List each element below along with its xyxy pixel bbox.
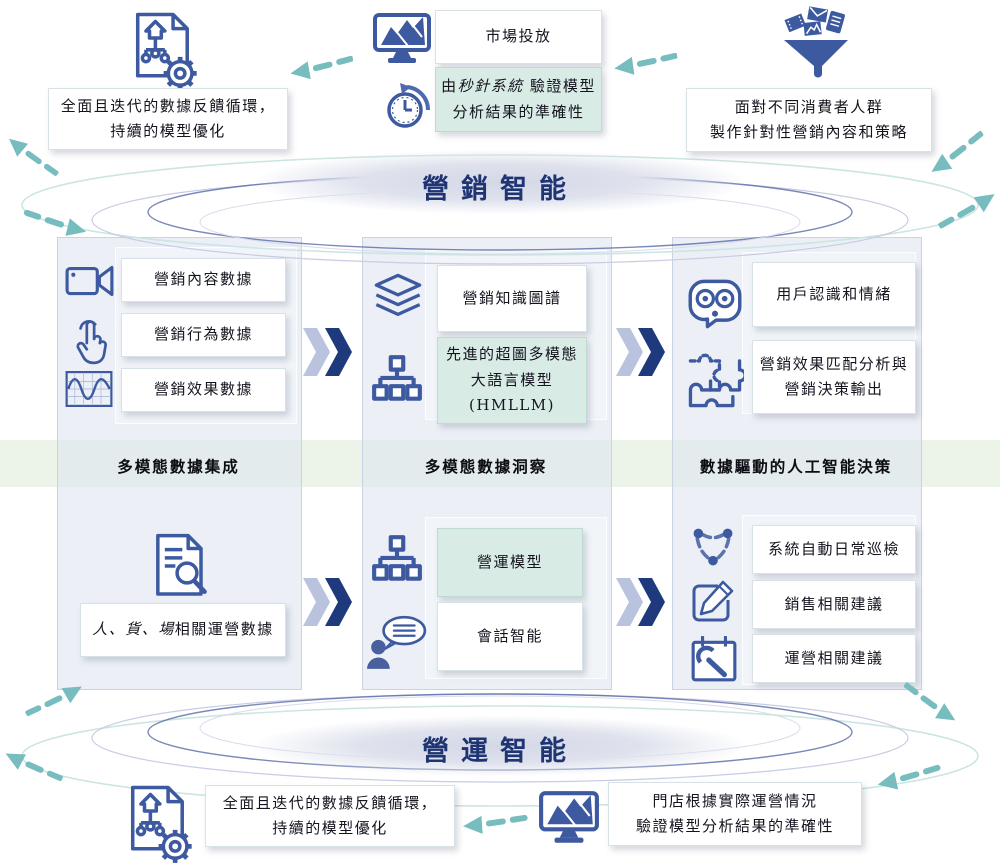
store-validation-note: 門店根據實際運營情況 驗證模型分析結果的準確性 [608, 782, 862, 846]
hierarchy-icon-2 [372, 535, 422, 581]
funnel-media-icon [784, 6, 848, 78]
conversation-ai-text: 會話智能 [476, 626, 543, 645]
flow-arrow-bottom-center [463, 814, 528, 834]
box-ops-advice: 運營相關建議 [752, 634, 916, 683]
box-marketing-effect-text: 營銷效果數據 [153, 380, 253, 399]
effect-match-line2: 營銷決策輸出 [784, 380, 884, 398]
store-line2: 驗證模型分析結果的準確性 [635, 817, 834, 835]
marketing-title-ellipse [255, 150, 745, 214]
layers-icon [374, 273, 422, 316]
label-ai-decision: 數據驅動的人工智能決策 [699, 457, 893, 476]
monitor-chart-icon [373, 13, 431, 63]
label-data-integration: 多模態數據集成 [117, 457, 240, 476]
box-marketing-behavior-data: 營銷行為數據 [121, 313, 286, 357]
flow-arrow-right-up [931, 130, 984, 172]
sales-advice-text: 銷售相關建議 [784, 594, 884, 613]
flow-arrow-bl-out [5, 753, 64, 782]
hmllm-line1: 先進的超圖多模態 [445, 345, 578, 364]
top-feedback-line2: 持續的模型優化 [110, 122, 226, 140]
bottom-feedback-note: 全面且迭代的數據反饋循環， 持續的模型優化 [205, 785, 455, 847]
top-feedback-line1: 全面且迭代的數據反饋循環， [60, 96, 276, 115]
user-emotion-text: 用戶認識和情緒 [776, 284, 892, 303]
box-auto-inspection: 系統自動日常巡檢 [752, 525, 916, 574]
flow-arrow-br-down [903, 682, 956, 721]
box-conversation-ai: 會話智能 [437, 602, 583, 671]
flow-arrow-right-in [937, 194, 995, 229]
box-user-emotion: 用戶認識和情緒 [752, 262, 916, 327]
validation-line2: 分析結果的準確性 [452, 102, 585, 121]
flow-arrow-left-out [9, 138, 59, 177]
video-camera-icon [65, 265, 114, 297]
audience-note: 面對不同消費者人群 製作針對性營銷內容和策略 [686, 88, 932, 152]
top-feedback-note: 全面且迭代的數據反饋循環， 持續的模型優化 [48, 88, 288, 150]
flow-arrow-top-left [290, 55, 354, 80]
store-line1: 門店根據實際運營情況 [652, 791, 818, 810]
box-marketing-content-data: 營銷內容數據 [121, 258, 286, 302]
validation-line1: 由秒針系統 驗證模型 [441, 74, 596, 100]
knowledge-graph-text: 營銷知識圖譜 [462, 288, 562, 307]
chevron-right-4 [616, 578, 665, 626]
waveform-icon [65, 371, 113, 407]
validation-seg2: 秒針系統 [457, 77, 524, 95]
marketing-band-title: 營銷智能 [422, 174, 578, 205]
box-effect-match: 營銷效果匹配分析與 營銷決策輸出 [752, 340, 916, 414]
flow-arrow-bl-up [24, 686, 82, 717]
box-operations-model: 營運模型 [437, 528, 583, 597]
operation-data-rest: 相關運營數據 [174, 620, 274, 639]
market-box: 市場投放 [435, 10, 602, 64]
auto-inspection-text: 系統自動日常巡檢 [767, 539, 900, 558]
network-dots-icon [693, 528, 733, 566]
operation-data-text: 人、貨、場相關運營數據 [92, 617, 274, 643]
operations-model-text: 營運模型 [476, 552, 543, 571]
bottom-feedback-line2: 持續的模型優化 [272, 819, 388, 837]
document-flow-gear-icon-bottom [130, 785, 192, 863]
hmllm-line2: 大語言模型 [470, 370, 554, 389]
calendar-wrench-icon [691, 636, 737, 682]
validation-box: 由秒針系統 驗證模型 分析結果的準確性 [435, 67, 602, 132]
face-emotion-icon [688, 279, 742, 329]
clock-rotate-icon [387, 83, 431, 128]
click-hand-icon [76, 319, 107, 365]
flow-arrow-left-in [23, 209, 87, 236]
hmllm-line3: (HMLLM) [469, 396, 555, 415]
audience-line1: 面對不同消費者人群 [734, 97, 884, 116]
flow-arrow-top-center [614, 52, 679, 75]
validation-seg1: 由 [441, 77, 458, 95]
box-hmllm: 先進的超圖多模態 大語言模型 (HMLLM) [437, 337, 587, 424]
box-marketing-behavior-text: 營銷行為數據 [153, 325, 253, 344]
market-box-text: 市場投放 [485, 27, 552, 46]
audience-line2: 製作針對性營銷內容和策略 [709, 123, 908, 141]
puzzle-icon [688, 353, 744, 408]
document-flow-gear-icon [135, 12, 197, 90]
effect-match-line1: 營銷效果匹配分析與 [759, 354, 909, 373]
chevron-right-3 [616, 328, 665, 376]
ops-advice-text: 運營相關建議 [784, 648, 884, 667]
chevron-right-1 [303, 328, 352, 376]
monitor-chart-icon-bottom [539, 791, 599, 843]
operations-title-ellipse [255, 716, 745, 776]
bottom-feedback-line1: 全面且迭代的數據反饋循環， [222, 793, 438, 812]
flow-arrow-br-in [877, 764, 941, 790]
box-operation-data: 人、貨、場相關運營數據 [80, 603, 286, 657]
document-search-icon [156, 533, 207, 596]
chevron-right-2 [303, 578, 352, 626]
box-sales-advice: 銷售相關建議 [752, 580, 916, 629]
operation-data-italic: 人、貨、場 [92, 620, 175, 639]
box-marketing-content-text: 營銷內容數據 [153, 270, 253, 289]
label-data-insight: 多模態數據洞察 [424, 457, 548, 476]
hierarchy-icon [372, 355, 422, 401]
person-chat-icon [367, 615, 427, 669]
box-marketing-effect-data: 營銷效果數據 [121, 368, 286, 412]
box-knowledge-graph: 營銷知識圖譜 [437, 265, 587, 332]
validation-seg3: 驗證模型 [523, 77, 596, 95]
pencil-edit-icon [692, 580, 734, 622]
operations-band-title: 營運智能 [422, 736, 578, 767]
